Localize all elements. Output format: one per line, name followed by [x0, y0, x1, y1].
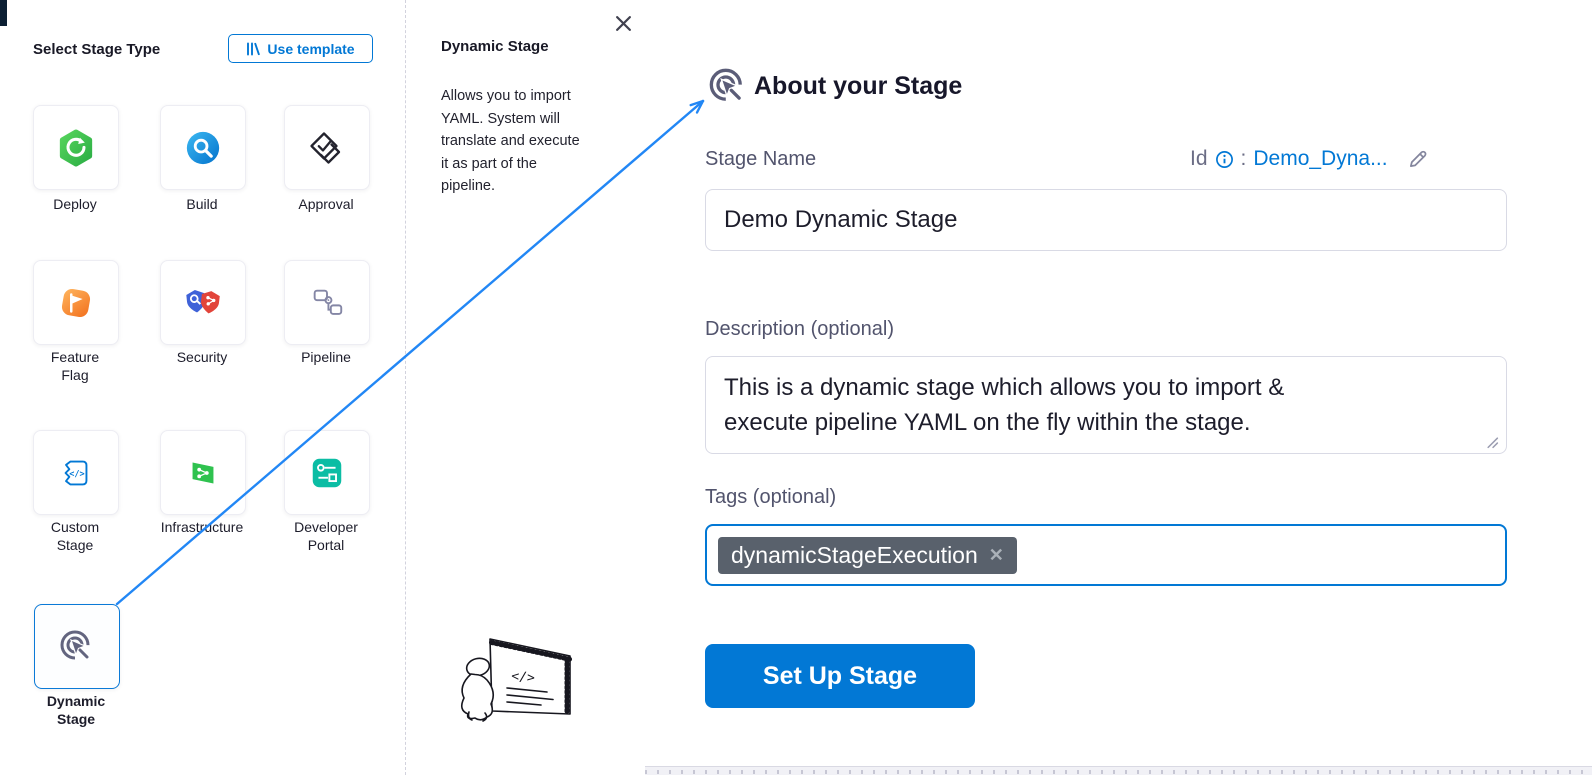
developer-portal-icon	[312, 458, 342, 487]
stage-label-security: Security	[176, 349, 228, 365]
description-label: Description (optional)	[705, 318, 894, 340]
about-stage-heading: About your Stage	[754, 72, 963, 100]
infrastructure-icon	[192, 462, 214, 483]
dynamic-stage-icon	[60, 630, 90, 659]
stage-card-feature-flag[interactable]	[33, 260, 119, 345]
stage-label-developer-portal: Developer Portal	[294, 519, 358, 553]
remove-tag-icon[interactable]: ✕	[988, 545, 1004, 565]
tags-input[interactable]: dynamicStageExecution ✕	[705, 524, 1507, 586]
use-template-button[interactable]: Use template	[228, 34, 373, 63]
info-icon[interactable]	[1215, 150, 1234, 169]
stage-card-security[interactable]	[160, 260, 246, 345]
build-icon	[186, 131, 220, 164]
stage-card-developer-portal[interactable]	[284, 430, 370, 515]
dynamic-stage-icon	[708, 67, 748, 112]
pipeline-icon	[313, 289, 343, 315]
stage-card-dynamic[interactable]	[34, 604, 120, 689]
template-library-icon	[246, 42, 261, 56]
stage-label-approval: Approval	[298, 196, 354, 212]
stage-label-build: Build	[186, 196, 218, 212]
stage-label-infrastructure: Infrastructure	[160, 519, 244, 535]
id-colon: :	[1240, 147, 1247, 170]
use-template-label: Use template	[267, 40, 355, 57]
stage-label-pipeline: Pipeline	[301, 349, 351, 365]
page-title: Select Stage Type	[33, 41, 161, 58]
resize-handle-icon[interactable]	[1486, 436, 1499, 454]
tag-chip[interactable]: dynamicStageExecution ✕	[718, 536, 1017, 574]
stage-name-label: Stage Name	[705, 148, 817, 170]
presentation-illustration: </>	[455, 628, 585, 733]
panel-divider	[405, 0, 406, 775]
svg-text:</>: </>	[69, 469, 84, 479]
close-icon	[615, 15, 631, 31]
custom-stage-icon: </>	[64, 460, 88, 485]
stage-label-dynamic: Dynamic Stage	[46, 693, 106, 727]
stage-card-pipeline[interactable]	[284, 260, 370, 345]
close-button[interactable]	[611, 11, 635, 35]
set-up-stage-button[interactable]: Set Up Stage	[705, 644, 975, 708]
security-icon	[186, 289, 220, 313]
edit-id-button[interactable]	[1407, 148, 1429, 170]
stage-card-approval[interactable]	[284, 105, 370, 190]
tag-text: dynamicStageExecution	[731, 541, 978, 568]
tags-label: Tags (optional)	[705, 486, 837, 508]
stage-card-deploy[interactable]	[33, 105, 119, 190]
info-panel-description: Allows you to import YAML. System will t…	[441, 88, 580, 195]
pipeline-canvas-grid	[645, 766, 1592, 775]
stage-name-input[interactable]	[705, 189, 1507, 251]
feature-flag-icon	[61, 288, 91, 317]
svg-text:</>: </>	[511, 669, 536, 686]
stage-label-custom: Custom Stage	[50, 519, 100, 553]
id-label: Id	[1190, 147, 1208, 170]
approval-icon	[310, 131, 341, 164]
stage-card-build[interactable]	[160, 105, 246, 190]
stage-id-row: Id : Demo_Dyna...	[1190, 147, 1530, 171]
stage-label-deploy: Deploy	[53, 196, 97, 212]
stage-card-infrastructure[interactable]	[160, 430, 246, 515]
deploy-icon	[59, 128, 93, 167]
stage-card-custom[interactable]: </>	[33, 430, 119, 515]
pencil-icon	[1409, 150, 1426, 168]
stage-id-value[interactable]: Demo_Dyna...	[1253, 147, 1388, 170]
info-panel-title: Dynamic Stage	[441, 38, 549, 55]
stage-label-feature-flag: Feature Flag	[50, 349, 100, 383]
nav-edge	[0, 0, 7, 26]
description-input[interactable]: This is a dynamic stage which allows you…	[705, 356, 1507, 454]
